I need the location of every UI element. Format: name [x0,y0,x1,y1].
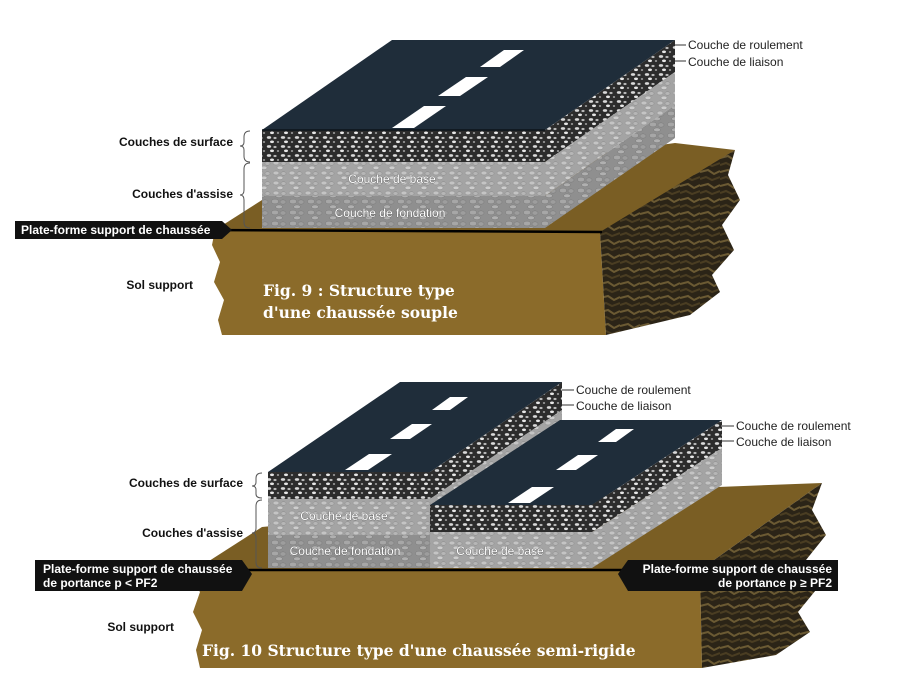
fig9-side-gravel [545,40,675,162]
fig10-left-label-roulement: Couche de roulement [576,383,691,397]
fig10-right-label-liaison: Couche de liaison [736,435,831,449]
fig10-plateforme-left-line2: de portance p < PF2 [43,576,158,590]
fig10-caption: Fig. 10 Structure type d'une chaussée se… [202,641,636,660]
fig9-front-gravel [262,130,545,162]
fig10-right-lane-dashes [508,429,634,503]
fig10-layer-fondation: Couche de fondation [290,544,401,558]
fig10-platform-pill-right [618,560,838,591]
fig9-label-liaison: Couche de liaison [688,55,783,69]
fig10-right-label-roulement: Couche de roulement [736,419,851,433]
fig10-plateforme-right-line2: de portance p ≥ PF2 [718,576,832,590]
fig9-label-plateforme: Plate-forme support de chaussée [21,223,211,237]
fig9-platform-pill [15,221,232,239]
fig10-plateforme-right-line1: Plate-forme support de chaussée [643,562,833,576]
fig10-left-lane-dashes [345,397,468,470]
fig10-label-sol: Sol support [107,620,174,634]
fig9-label-roulement: Couche de roulement [688,38,803,52]
fig9-layer-fondation: Couche de fondation [335,206,446,220]
fig10-label-assise: Couches d'assise [142,526,243,540]
fig9-bracket-surface [239,130,251,163]
fig10-label-surface: Couches de surface [129,476,243,490]
fig10-layer-base-left: Couche de base [300,509,388,523]
fig9-platform-line [199,228,603,234]
fig10-platform-pill-left [35,560,252,591]
fig9-lane-dashes [392,50,524,128]
fig10-soil-front [192,570,702,668]
fig10-layer-base-right: Couche de base [456,544,544,558]
fig9-layer-base: Couche de base [348,172,436,186]
fig9-side-fond [545,105,675,228]
fig10-right-front-gravel [430,505,592,532]
fig9-side-base [545,72,675,196]
fig9-soil-cut [600,150,740,335]
fig10-plateforme-left-line1: Plate-forme support de chaussée [43,562,233,576]
fig10-left-front-base [268,499,430,535]
fig9-label-sol: Sol support [126,278,193,292]
fig9-caption-line1: Fig. 9 : Structure type [263,281,455,300]
fig9-front-fond [262,196,545,228]
fig10-right-side-base [592,448,722,568]
fig9-front-base [262,162,545,196]
fig10-left-side-gravel [430,382,562,499]
fig10-left-front-fond [268,535,430,568]
fig9-soil-front [212,230,606,335]
fig10-bracket-assise [251,499,263,569]
fig10-right-side-gravel [592,420,722,532]
fig10-diagram: Couche de base Couche de fondation Couch… [35,382,851,668]
fig9-caption-line2: d'une chaussée souple [263,303,458,322]
fig9-bracket-assise [239,162,251,229]
fig9-diagram: Couche de base Couche de fondation Couch… [15,38,803,335]
fig10-bracket-surface [251,472,263,499]
fig10-left-front-gravel [268,472,430,499]
fig10-right-front-base [430,532,592,568]
fig9-label-assise: Couches d'assise [132,187,233,201]
fig9-label-surface: Couches de surface [119,135,233,149]
fig10-left-label-liaison: Couche de liaison [576,399,671,413]
